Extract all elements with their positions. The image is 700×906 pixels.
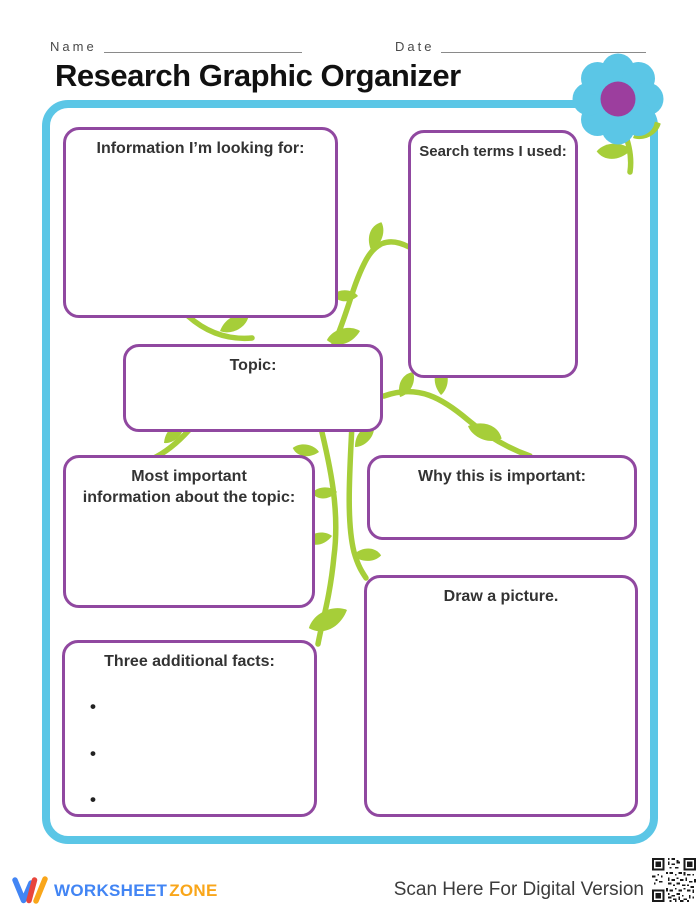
box-information-looking-for: Information I’m looking for: (63, 127, 338, 318)
qr-code (652, 858, 696, 902)
date-blank-line (441, 40, 647, 53)
qr-finder-patterns (652, 858, 696, 902)
box-label: Why this is important: (418, 468, 586, 485)
box-label: Most important information about the top… (82, 468, 296, 506)
box-search-terms: Search terms I used: (408, 130, 578, 378)
worksheetzone-w-icon (12, 876, 48, 904)
date-label: Date (395, 39, 435, 54)
scan-here-text: Scan Here For Digital Version (393, 879, 644, 900)
brand-word-worksheet: WORKSHEET (54, 880, 168, 900)
box-label: Draw a picture. (443, 588, 559, 605)
bullet-point: • (90, 790, 96, 809)
brand-word-zone: ZONE (169, 880, 218, 900)
box-three-additional-facts: Three additional facts: • • • (62, 640, 317, 817)
box-topic: Topic: (123, 344, 383, 432)
name-label: Name (50, 39, 97, 54)
box-why-important: Why this is important: (367, 455, 637, 540)
page-title: Research Graphic Organizer (55, 58, 461, 93)
flower-petals (572, 53, 664, 145)
flower-icon (572, 53, 664, 175)
box-label: Topic: (229, 357, 277, 374)
bullet-point: • (90, 744, 96, 763)
name-field: Name (50, 40, 302, 53)
date-field: Date (395, 39, 647, 54)
box-label: Three additional facts: (104, 653, 275, 670)
name-blank-line (103, 40, 302, 53)
box-draw-a-picture: Draw a picture. (364, 575, 638, 817)
box-label: Search terms I used: (419, 143, 567, 160)
box-most-important-information: Most important information about the top… (63, 455, 315, 608)
box-label: Information I’m looking for: (96, 140, 305, 157)
qr-modules (652, 858, 696, 902)
flower-center (600, 81, 636, 117)
bullet-point: • (90, 697, 96, 716)
